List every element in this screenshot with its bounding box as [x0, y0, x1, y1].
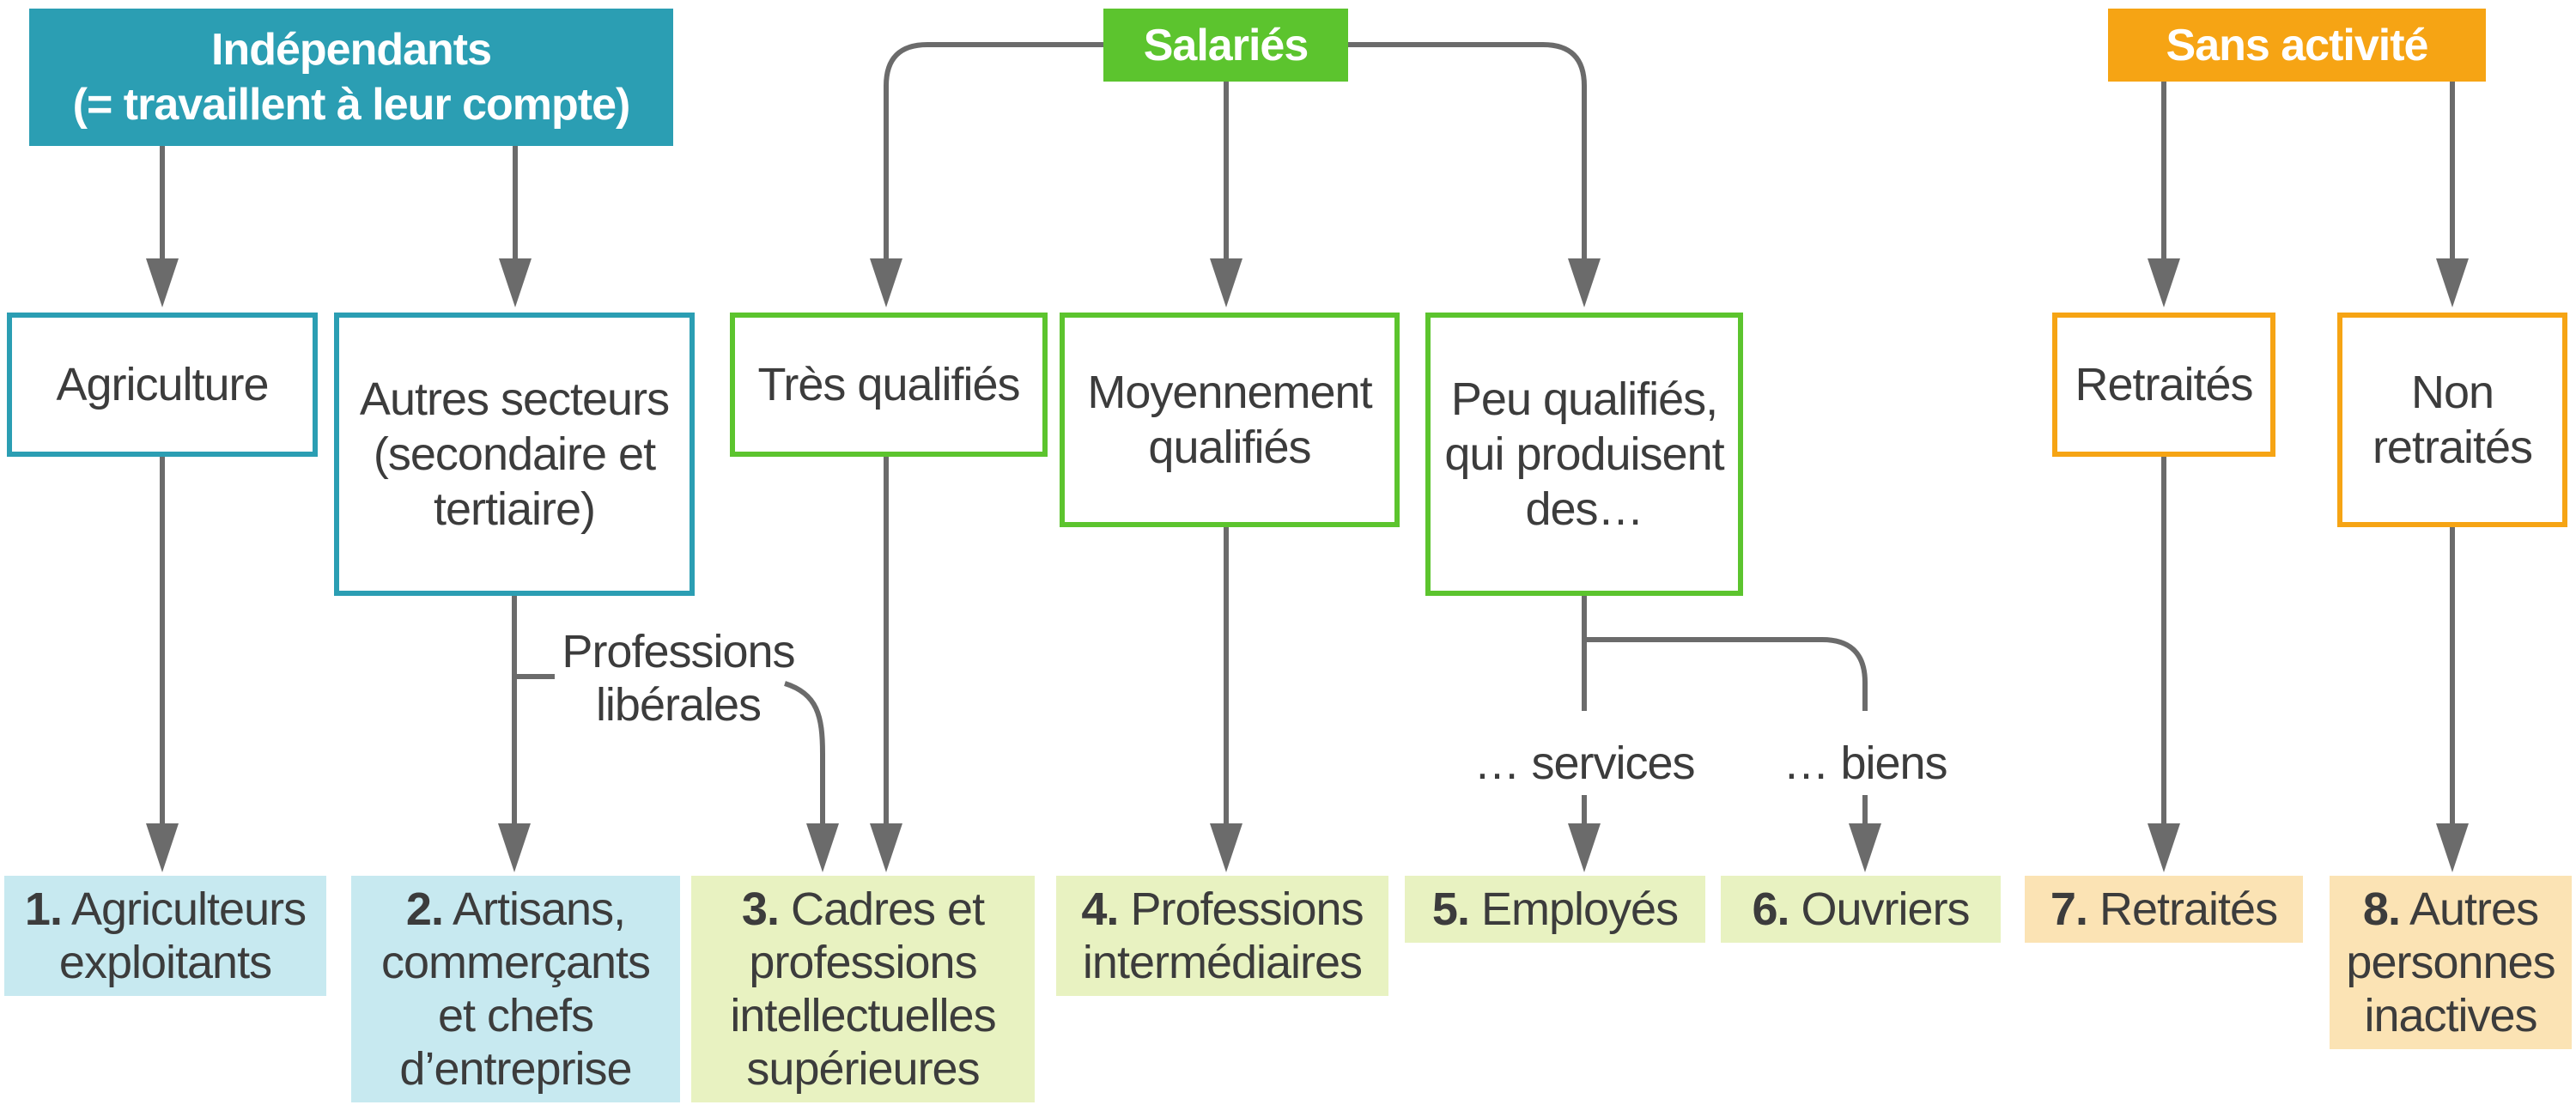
category-artisans-commercants: 2. Artisans, commerçants et chefs d’entr…	[351, 876, 680, 1102]
connector-professions-liberales-cat3	[784, 681, 825, 825]
connector-salaries-tres	[884, 42, 1103, 260]
box-agriculture: Agriculture	[7, 313, 318, 457]
category-employes: 5. Employés	[1405, 876, 1705, 943]
box-non-retraites: Non retraités	[2337, 313, 2567, 527]
arrowhead-icon	[146, 258, 179, 307]
category-number: 4.	[1081, 883, 1119, 935]
arrowhead-icon	[2436, 823, 2469, 872]
category-number: 1.	[24, 883, 63, 935]
category-number: 8.	[2362, 883, 2401, 935]
arrowhead-icon	[1210, 823, 1242, 872]
category-number: 5.	[1431, 883, 1470, 935]
arrowhead-icon	[806, 823, 839, 872]
category-number: 2.	[405, 883, 444, 935]
category-number: 6.	[1752, 883, 1789, 935]
category-label: Employés	[1480, 883, 1679, 935]
label-professions-liberales: Professions libérales	[562, 626, 795, 731]
label-biens: … biens	[1783, 738, 1947, 789]
box-retraites: Retraités	[2052, 313, 2275, 457]
arrowhead-icon	[146, 823, 179, 872]
arrowhead-icon	[870, 823, 902, 872]
category-label: Agriculteurs exploitants	[58, 883, 307, 988]
arrowhead-icon	[2148, 823, 2180, 872]
category-label: Cadres et professions intellectuelles su…	[730, 883, 996, 1095]
label-services: … services	[1473, 738, 1695, 789]
category-label: Artisans, commerçants et chefs d’entrepr…	[380, 883, 651, 1095]
category-number: 3.	[741, 883, 780, 935]
header-sans-activite: Sans activité	[2108, 9, 2486, 82]
arrowhead-icon	[1568, 258, 1601, 307]
arrowhead-icon	[1210, 258, 1242, 307]
category-label: Autres personnes inactives	[2346, 883, 2555, 1041]
box-tres-qualifies: Très qualifiés	[730, 313, 1048, 457]
category-number: 7.	[2050, 883, 2088, 935]
box-autres-secteurs: Autres secteurs (secondaire et tertiaire…	[334, 313, 695, 596]
connector-salaries-peu	[1348, 42, 1587, 260]
header-salaries: Salariés	[1103, 9, 1348, 82]
category-label: Retraités	[2099, 883, 2278, 935]
arrowhead-icon	[498, 823, 531, 872]
arrowhead-icon	[2148, 258, 2180, 307]
category-autres-inactives: 8. Autres personnes inactives	[2330, 876, 2572, 1049]
category-retraites: 7. Retraités	[2025, 876, 2303, 943]
arrowhead-icon	[870, 258, 902, 307]
header-independants: Indépendants (= travaillent à leur compt…	[29, 9, 673, 146]
category-professions-intermediaires: 4. Professions intermédiaires	[1056, 876, 1388, 996]
category-label: Professions intermédiaires	[1082, 883, 1364, 988]
connector-peu-biens-branch	[1584, 637, 1868, 711]
category-label: Ouvriers	[1801, 883, 1971, 935]
box-moyennement-qualifies: Moyennement qualifiés	[1060, 313, 1400, 527]
arrowhead-icon	[1568, 823, 1601, 872]
box-peu-qualifies: Peu qualifiés, qui produisent des…	[1425, 313, 1743, 596]
arrowhead-icon	[2436, 258, 2469, 307]
category-agriculteurs-exploitants: 1. Agriculteurs exploitants	[4, 876, 326, 996]
category-cadres: 3. Cadres et professions intellectuelles…	[691, 876, 1035, 1102]
category-ouvriers: 6. Ouvriers	[1721, 876, 2001, 943]
arrowhead-icon	[499, 258, 532, 307]
arrowhead-icon	[1849, 823, 1881, 872]
